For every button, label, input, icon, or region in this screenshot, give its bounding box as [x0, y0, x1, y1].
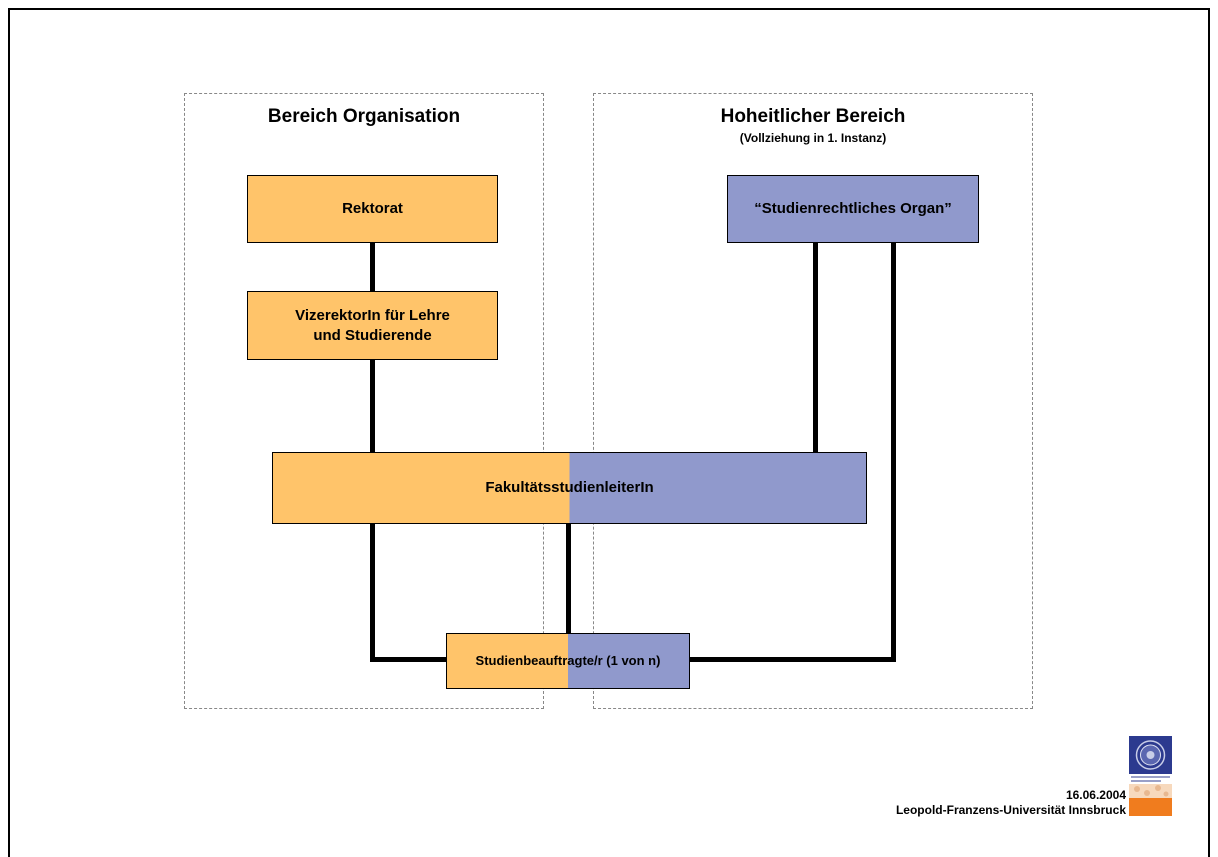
box-vizerektor: VizerektorIn für Lehre und Studierende [247, 291, 498, 360]
region-organisation: Bereich Organisation [184, 93, 544, 709]
connector-organ-fakultaet [813, 242, 818, 453]
box-studienrechtliches-organ-label: “Studienrechtliches Organ” [754, 200, 952, 218]
box-vizerektor-label-line2: und Studierende [313, 326, 432, 344]
region-organisation-title: Bereich Organisation [267, 106, 461, 127]
box-vizerektor-label-line1: VizerektorIn für Lehre [295, 307, 450, 324]
slide-frame [8, 8, 1210, 857]
box-rektorat: Rektorat [247, 175, 498, 243]
footer-date: 16.06.2004 [1065, 788, 1126, 802]
connector-organ-studienbeauftragte-vertical [891, 242, 896, 662]
connector-fakultaet-studienbeauftragte-center [566, 523, 571, 634]
region-hoheitlich-subtitle: (Vollziehung in 1. Instanz) [739, 131, 887, 145]
region-hoheitlich: Hoheitlicher Bereich (Vollziehung in 1. … [593, 93, 1033, 709]
box-fakultaetsstudienleiter: FakultätsstudienleiterIn [272, 452, 867, 524]
university-logo [1129, 736, 1172, 816]
box-rektorat-label: Rektorat [342, 200, 403, 218]
region-hoheitlich-title: Hoheitlicher Bereich [720, 106, 906, 127]
box-fakultaetsstudienleiter-label: FakultätsstudienleiterIn [485, 479, 654, 497]
footer-organization: Leopold-Franzens-Universität Innsbruck [895, 803, 1126, 817]
connector-vizerektor-fakultaet [370, 359, 375, 453]
box-studienbeauftragte-label: Studienbeauftragte/r (1 von n) [475, 652, 661, 668]
connector-organ-studienbeauftragte-horizontal [689, 657, 896, 662]
box-studienbeauftragte: Studienbeauftragte/r (1 von n) [446, 633, 690, 689]
box-studienrechtliches-organ: “Studienrechtliches Organ” [727, 175, 979, 243]
connector-rektorat-vizerektor [370, 242, 375, 292]
connector-fakultaet-studienbeauftragte-left-horizontal [370, 657, 448, 662]
connector-fakultaet-studienbeauftragte-left-vertical [370, 523, 375, 662]
